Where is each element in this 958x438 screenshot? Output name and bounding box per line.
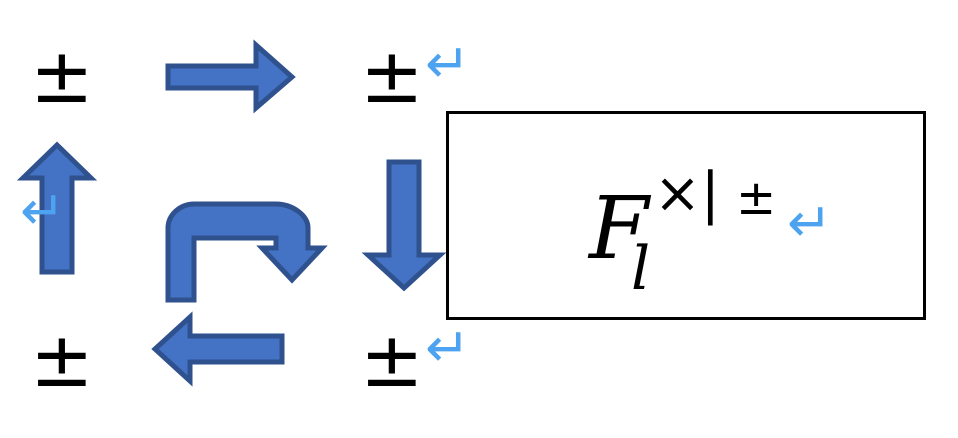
- return-mark-bottom-right: ↵: [425, 316, 471, 379]
- formula-return-mark: ↵: [787, 191, 833, 254]
- plus-minus-bottom-left: ±: [30, 315, 94, 404]
- return-mark-top-right: ↵: [425, 32, 471, 95]
- plus-minus-bottom-right: ±: [360, 315, 424, 404]
- formula-box: F l ×| ± ↵: [446, 111, 926, 320]
- formula-base: F: [589, 179, 649, 279]
- return-mark-left: ↵: [20, 179, 66, 242]
- arrow-right: [165, 39, 296, 114]
- plus-minus-top-left: ±: [30, 31, 94, 120]
- arrow-down: [361, 159, 447, 292]
- arrow-uturn: [165, 201, 328, 303]
- arrow-left: [151, 311, 285, 387]
- arrow-up: [16, 141, 98, 275]
- formula-superscript-plus-minus: ±: [736, 170, 777, 226]
- formula-subscript: l: [631, 234, 651, 304]
- plus-minus-top-right: ±: [360, 31, 424, 120]
- formula-superscript: ×|: [654, 161, 720, 226]
